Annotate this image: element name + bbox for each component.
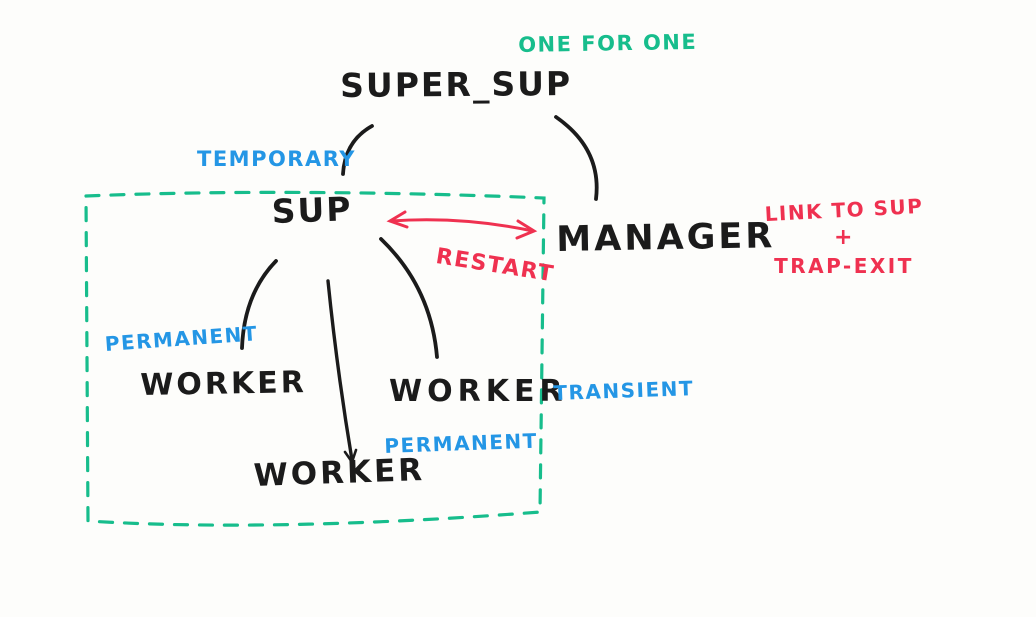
edge-sup-worker-bottom (326, 279, 354, 462)
annotation-temporary: TEMPORARY (197, 147, 356, 171)
annotation-link-note-plus: + (834, 225, 854, 250)
edge-sup-worker-bottom-arrowhead (343, 448, 358, 465)
edge-sup-worker-middle (379, 237, 439, 359)
node-super-sup: SUPER_SUP (340, 63, 573, 105)
annotation-link-note-line3: TRAP-EXIT (774, 254, 914, 279)
node-worker-left: WORKER (140, 365, 308, 403)
annotation-link-note-line1: LINK TO SUP (764, 193, 924, 227)
node-worker-middle: WORKER (389, 374, 568, 409)
annotation-one-for-one: ONE FOR ONE (518, 29, 698, 57)
edge-sup-worker-left (240, 259, 278, 350)
annotation-link-note: LINK TO SUP + TRAP-EXIT (744, 194, 944, 282)
edge-supersup-sup (341, 124, 374, 176)
node-worker-bottom: WORKER (253, 452, 426, 494)
supervision-boundary-box (84, 190, 546, 527)
edge-supersup-manager (554, 115, 599, 201)
restart-double-arrow (386, 210, 538, 240)
annotation-transient: TRANSIENT (553, 376, 695, 405)
node-sup: SUP (271, 189, 354, 231)
node-manager: MANAGER (556, 216, 776, 260)
